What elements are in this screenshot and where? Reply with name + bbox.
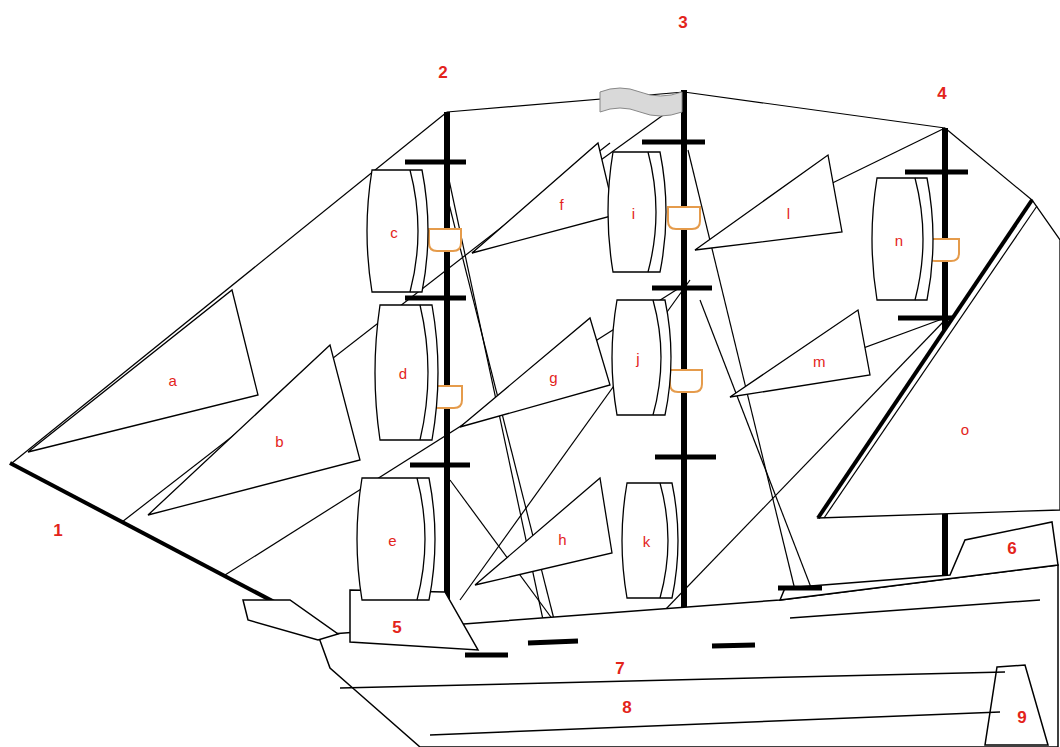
callout-number: 6 — [1007, 540, 1016, 557]
callout-number: 4 — [937, 85, 946, 102]
sail-letter: n — [895, 233, 903, 248]
sail-letter: i — [632, 206, 635, 221]
sail-letter: l — [787, 206, 790, 221]
sail: m — [730, 310, 870, 397]
sail-letter: o — [961, 422, 969, 437]
square-sail — [612, 300, 671, 415]
triangular-sail — [818, 200, 1060, 518]
sail: b — [148, 345, 360, 515]
sail-letter: a — [168, 373, 176, 388]
gaff — [818, 200, 1032, 518]
sail: i — [603, 152, 668, 272]
sail: d — [370, 305, 440, 440]
sail: h — [475, 478, 612, 585]
sail-curve — [648, 152, 656, 272]
masts — [447, 90, 945, 640]
sail-letter: c — [390, 225, 398, 240]
rigging — [12, 92, 1032, 643]
hull-planks — [340, 600, 1040, 735]
sail: g — [460, 318, 610, 427]
sail-curve — [410, 170, 418, 292]
sail-outline — [472, 143, 615, 253]
sail-outline — [603, 152, 668, 272]
callout-number: 5 — [392, 619, 401, 636]
sail-curve — [915, 178, 923, 300]
triangular-sail — [475, 478, 612, 585]
square-sail — [622, 483, 678, 598]
flag — [600, 88, 682, 116]
sail: k — [617, 483, 680, 598]
square-sail — [375, 305, 438, 440]
sail-curve — [420, 305, 428, 440]
sail: c — [362, 170, 430, 292]
triangular-sail — [460, 318, 610, 427]
square-sail — [367, 170, 428, 292]
sail-curve — [653, 300, 661, 415]
sail-curve — [660, 483, 668, 598]
sail-letter: b — [275, 434, 283, 449]
sail: e — [352, 478, 437, 600]
callout-number: 9 — [1017, 709, 1026, 726]
square-sail — [357, 478, 435, 600]
callout-number: 2 — [438, 64, 447, 81]
sail-outline — [730, 310, 870, 397]
sail-letter: g — [549, 370, 557, 385]
triangular-sail — [695, 155, 842, 250]
sail-outline — [818, 200, 1060, 518]
sail: l — [695, 155, 842, 250]
sail-curve — [417, 478, 425, 600]
sail-outline — [148, 345, 360, 515]
sail: n — [867, 178, 935, 300]
triangular-sail — [28, 290, 258, 452]
sail-outline — [475, 478, 612, 585]
sail-outline — [28, 290, 258, 452]
callout-number: 8 — [622, 699, 631, 716]
callout-number: 7 — [615, 660, 624, 677]
callout-number: 3 — [678, 14, 687, 31]
triangular-sail — [730, 310, 870, 397]
sail-letter: e — [388, 533, 396, 548]
sail: o — [818, 200, 1060, 518]
sail-letter: f — [560, 197, 564, 212]
triangular-sail — [148, 345, 360, 515]
square-sail — [608, 152, 666, 272]
square-sail — [872, 178, 933, 300]
sail: f — [472, 143, 615, 253]
callout-number: 1 — [53, 522, 62, 539]
sail-letter: h — [558, 532, 566, 547]
triangular-sail — [472, 143, 615, 253]
sail-letter: m — [813, 354, 826, 369]
yards — [405, 142, 968, 465]
sail: a — [28, 290, 258, 452]
gaff-edge — [824, 206, 1037, 518]
sail-letter: j — [636, 351, 639, 366]
sail-outline — [607, 300, 673, 415]
sail-letter: k — [643, 534, 651, 549]
sail-outline — [460, 318, 610, 427]
sail-outline — [695, 155, 842, 250]
sail: j — [607, 300, 673, 415]
sail-letter: d — [399, 366, 407, 381]
